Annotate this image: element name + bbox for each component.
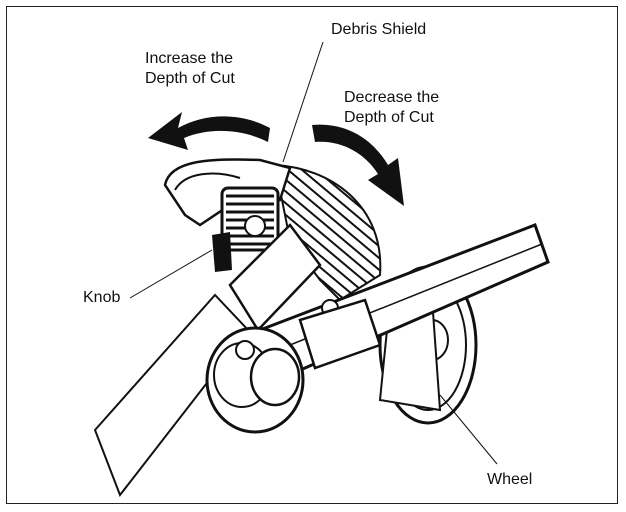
increase-depth-label-line1: Increase the — [145, 50, 234, 67]
curved-arrow-right-icon — [312, 124, 404, 206]
wheel-label: Wheel — [487, 471, 533, 488]
knob-label: Knob — [83, 289, 121, 306]
curved-arrow-left-icon — [148, 112, 270, 150]
debris-shield — [273, 163, 382, 302]
bracket — [228, 223, 322, 333]
decrease-depth-label-line1: Decrease the — [344, 89, 440, 106]
increase-depth-label-line2: Depth of Cut — [145, 70, 235, 87]
decrease-depth-label-line2: Depth of Cut — [344, 109, 434, 126]
debris-shield-label: Debris Shield — [331, 21, 427, 38]
